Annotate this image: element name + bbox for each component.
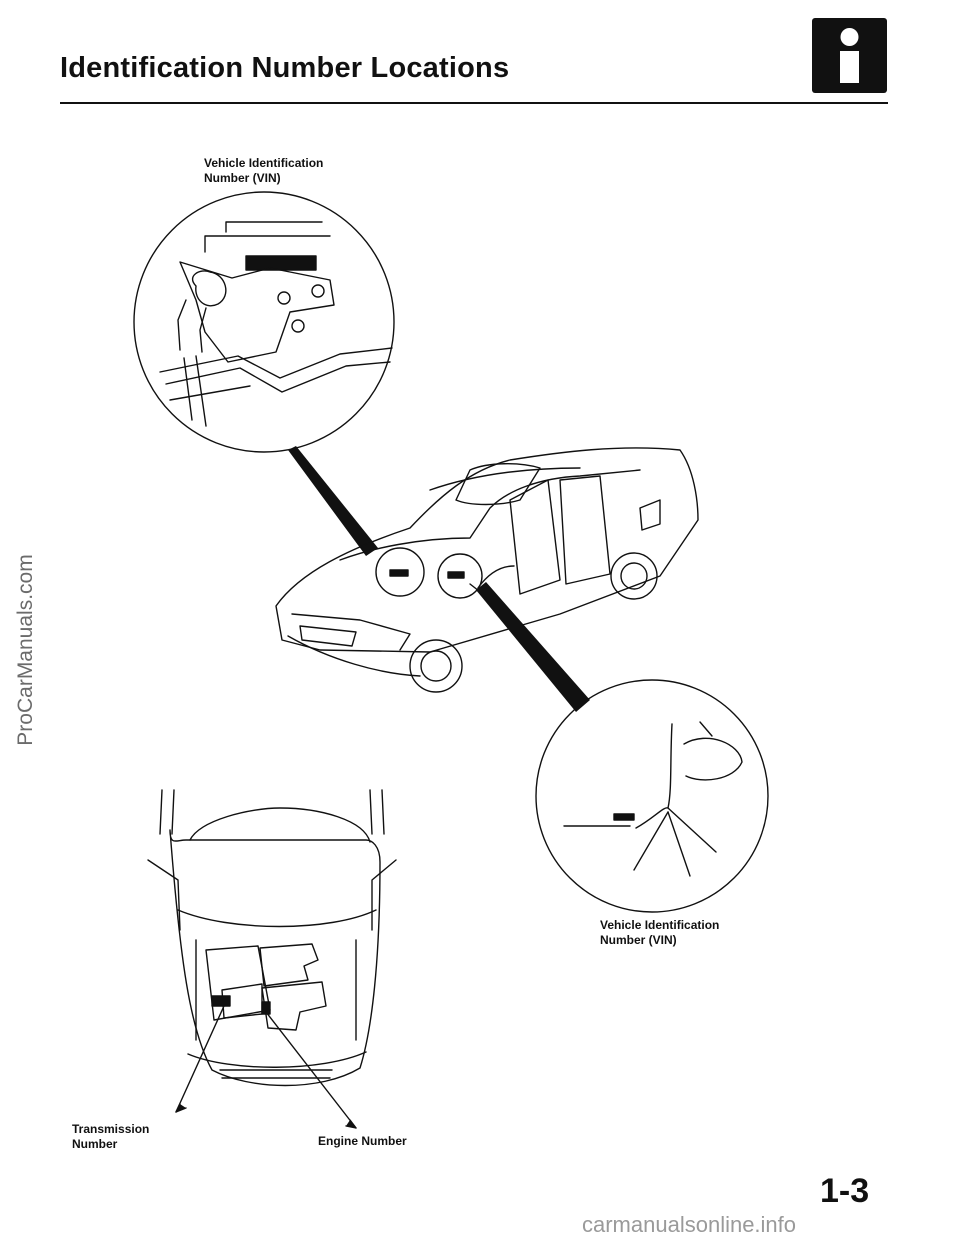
vin-detail-circle-bottom bbox=[535, 679, 769, 913]
page-number: 1-3 bbox=[820, 1172, 870, 1210]
transmission-number-label: Transmission Number bbox=[72, 1122, 150, 1151]
vin-label-bottom: Vehicle Identification Number (VIN) bbox=[600, 918, 720, 947]
car-drawing bbox=[275, 447, 699, 693]
engine-bay-drawing bbox=[147, 789, 397, 1129]
vin-detail-circle-top bbox=[133, 191, 395, 453]
footer-watermark: carmanualsonline.info bbox=[582, 1212, 797, 1237]
title-divider bbox=[60, 102, 888, 104]
vin-label-top: Vehicle Identification Number (VIN) bbox=[204, 156, 324, 185]
engine-number-label: Engine Number bbox=[318, 1134, 407, 1148]
page-title: Identification Number Locations bbox=[60, 52, 510, 84]
info-icon bbox=[812, 18, 887, 93]
